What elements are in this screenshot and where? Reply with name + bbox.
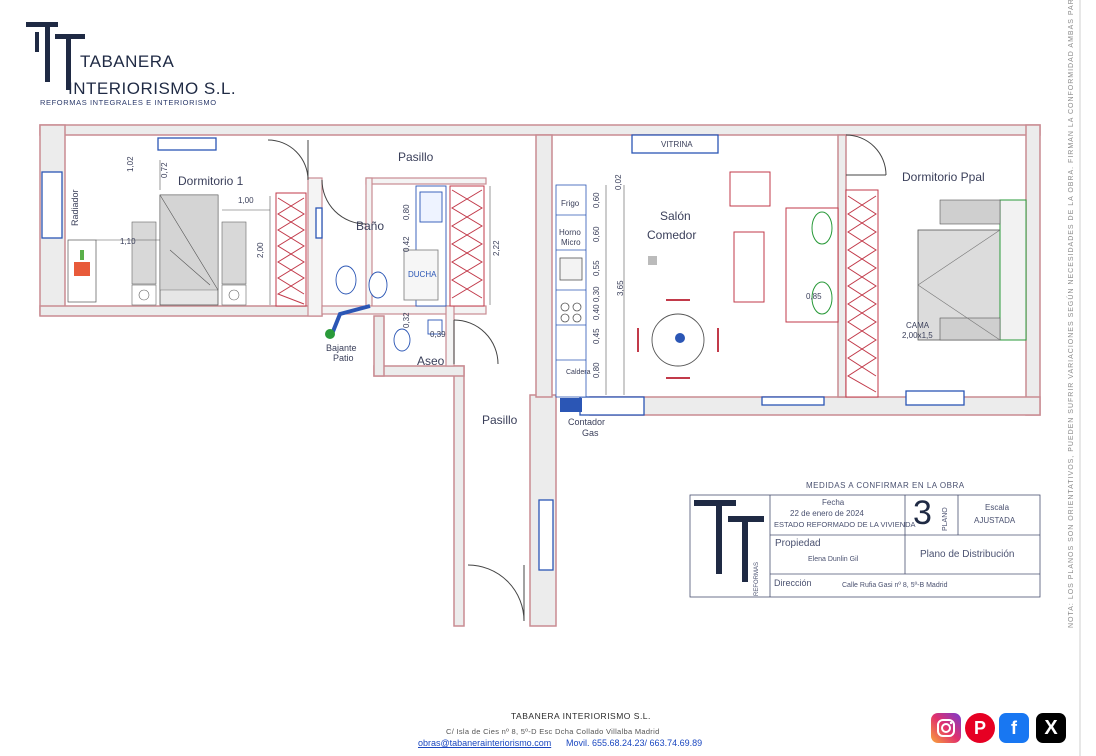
- plano-title: Plano de Distribución: [920, 549, 1015, 560]
- bajante-pipe: [325, 304, 371, 339]
- bajante-label-1: Bajante: [326, 343, 357, 353]
- plano-label: PLANO: [942, 507, 949, 531]
- title-block-logo-caption: REFORMAS: [754, 561, 760, 596]
- dim-label: 2,00: [256, 242, 265, 258]
- plano-number: 3: [913, 494, 932, 532]
- exterior-walls: [39, 124, 1041, 627]
- title-block-note: MEDIDAS A CONFIRMAR EN LA OBRA: [806, 481, 965, 490]
- dim-label: 0,30: [592, 286, 601, 302]
- escala-value: AJUSTADA: [974, 516, 1016, 525]
- escala-label: Escala: [985, 503, 1010, 512]
- dim-label: 0,80: [592, 362, 601, 378]
- dim-label: 0,32: [402, 312, 411, 328]
- bed-dormitorio-1: [131, 194, 247, 306]
- propiedad-value: Elena Dunlin Gil: [808, 556, 859, 563]
- micro-label: Micro: [561, 238, 581, 247]
- wardrobe-dormitorio-ppal: [845, 189, 879, 398]
- company-name-line1: TABANERA: [80, 52, 175, 71]
- dim-label: 1,10: [120, 237, 136, 246]
- dim-label: 0,60: [592, 226, 601, 242]
- room-label-pasillo-top: Pasillo: [398, 150, 434, 164]
- side-note: NOTA: LOS PLANOS SON ORIENTATIVOS, PUEDE…: [1068, 0, 1075, 628]
- room-label-dormitorio-ppal: Dormitorio Ppal: [902, 170, 985, 184]
- direccion-value: Calle Rufia Gasi nº 8, 5º-B Madrid: [842, 582, 948, 589]
- cama-label-2: 2,00x1,5: [902, 331, 933, 340]
- gas-meter: [560, 398, 582, 412]
- wardrobe-bano: [449, 185, 485, 307]
- dim-label: 1,00: [238, 196, 254, 205]
- dim-label: 0,45: [592, 328, 601, 344]
- footer-email-link[interactable]: obras@tabanerainteriorismo.com: [418, 738, 552, 748]
- pinterest-icon[interactable]: P: [965, 713, 995, 743]
- title-block: [689, 494, 1041, 598]
- instagram-icon[interactable]: [931, 713, 961, 743]
- dim-label: 0,02: [614, 174, 623, 190]
- vitrina-label: VITRINA: [661, 140, 693, 149]
- windows: [41, 134, 965, 571]
- footer-address: C/ Isla de Cies nº 8, 5º-D Esc Dcha Coll…: [446, 727, 660, 736]
- room-label-comedor: Comedor: [647, 228, 697, 242]
- dim-label: 0,85: [806, 292, 822, 301]
- bajante-label-2: Patio: [333, 353, 354, 363]
- dimension-lines: [96, 160, 625, 395]
- wardrobe-dormitorio-1: [275, 192, 307, 307]
- dim-label: 3,65: [616, 280, 625, 296]
- room-label-bano: Baño: [356, 219, 385, 233]
- room-label-aseo: Aseo: [417, 354, 445, 368]
- dim-label: 0,39: [430, 330, 446, 339]
- dim-label: 2,22: [492, 240, 501, 256]
- footer-phone: Movil. 655.68.24.23/ 663.74.69.89: [566, 738, 703, 748]
- footer-company-name: TABANERA INTERIORISMO S.L.: [511, 711, 651, 721]
- horno-label: Horno: [559, 228, 581, 237]
- living-room-furniture: [648, 171, 839, 323]
- company-tagline: REFORMAS INTEGRALES E INTERIORISMO: [40, 98, 217, 107]
- room-label-pasillo-bottom: Pasillo: [482, 413, 518, 427]
- facebook-icon[interactable]: f: [999, 713, 1029, 743]
- radiador-label: Radiador: [70, 189, 80, 226]
- company-name-line2: INTERIORISMO S.L.: [68, 79, 237, 98]
- dim-label: 0,72: [160, 162, 169, 178]
- caldera-label: Caldera: [566, 369, 591, 376]
- company-logo-mark: [26, 22, 85, 90]
- dim-label: 0,40: [592, 304, 601, 320]
- bed-dormitorio-ppal: [917, 199, 1027, 341]
- fecha-label: Fecha: [822, 498, 845, 507]
- title-block-logo: [694, 500, 764, 582]
- dim-label: 0,55: [592, 260, 601, 276]
- direccion-label: Dirección: [774, 578, 812, 588]
- cama-label-1: CAMA: [906, 321, 930, 330]
- dim-label: 0,80: [402, 204, 411, 220]
- room-label-salon: Salón: [660, 209, 691, 223]
- ducha-label: DUCHA: [408, 270, 437, 279]
- dim-label: 0,60: [592, 192, 601, 208]
- dim-label: 1,02: [126, 156, 135, 172]
- estado-value: ESTADO REFORMADO DE LA VIVIENDA: [774, 520, 916, 529]
- dining-set: [637, 299, 719, 379]
- contador-label-1: Contador: [568, 417, 606, 427]
- contador-label-2: Gas: [582, 428, 599, 438]
- doors: [267, 134, 887, 622]
- desk-dormitorio-1: [67, 239, 97, 303]
- frigo-label: Frigo: [561, 199, 580, 208]
- dim-label: 0,42: [402, 236, 411, 252]
- kitchen-units: [555, 184, 587, 398]
- room-label-dormitorio-1: Dormitorio 1: [178, 174, 244, 188]
- x-icon[interactable]: X: [1036, 713, 1066, 743]
- bathroom-fixtures: [335, 185, 447, 352]
- fecha-value: 22 de enero de 2024: [790, 509, 864, 518]
- propiedad-label: Propiedad: [775, 538, 821, 549]
